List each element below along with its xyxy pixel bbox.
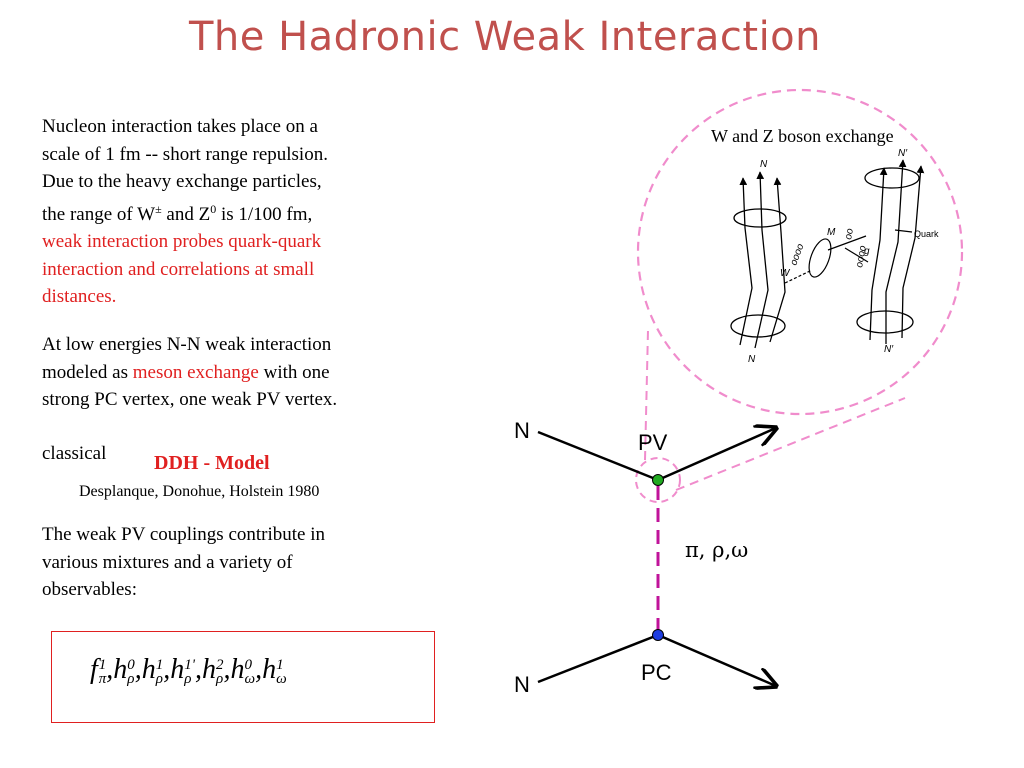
zoom-connector-right	[675, 397, 906, 491]
formula-sup: 1'	[184, 656, 196, 673]
nucleon-label-top: N	[514, 418, 530, 443]
paragraph-meson-exchange: At low energies N-N weak interaction mod…	[42, 331, 337, 414]
formula-h: h	[262, 654, 277, 685]
paragraph-range: Nucleon interaction takes place on a sca…	[42, 113, 328, 311]
text-line: scale of 1 fm -- short range repulsion.	[42, 143, 328, 165]
formula-sup: 1	[98, 656, 107, 673]
inset-n-bottom-right: N′	[884, 344, 894, 355]
formula-sup: 1	[276, 656, 284, 673]
text-fragment: with one	[258, 361, 330, 383]
highlight-line: distances.	[42, 286, 117, 307]
inset-left-nucleon	[730, 171, 787, 349]
formula-sub: ρ	[184, 670, 192, 687]
inset-n-bottom-left: N	[748, 354, 756, 365]
inset-quark-label: Quark	[914, 229, 939, 239]
highlight-line: weak interaction probes quark-quark	[42, 231, 322, 252]
text-line: observables:	[42, 579, 137, 600]
inset-w-label: W	[780, 268, 791, 279]
pc-vertex	[652, 629, 664, 641]
inset-gluon-right: oooo	[854, 244, 869, 268]
pv-vertex	[652, 474, 664, 486]
zoom-focus-circle	[635, 457, 681, 503]
incoming-nucleon-top	[537, 430, 659, 482]
formula-sub: ρ	[216, 670, 224, 687]
highlight-meson-exchange: meson exchange	[132, 361, 259, 383]
inset-m-label: M	[827, 227, 836, 238]
formula-h: h	[230, 654, 245, 685]
inset-gluon-top: oo	[843, 227, 856, 240]
pv-label: PV	[638, 430, 668, 455]
ddh-model-heading: DDH - Model	[154, 452, 270, 474]
text-line: strong PC vertex, one weak PV vertex.	[42, 389, 338, 410]
slide-title: The Hadronic Weak Interaction	[188, 14, 822, 60]
text-fragment: and Z	[161, 203, 211, 225]
text-fragment: the range of W	[42, 203, 156, 225]
text-line: The weak PV couplings contribute in	[42, 524, 326, 545]
incoming-nucleon-bottom	[537, 633, 659, 684]
text-line: Nucleon interaction takes place on a	[42, 116, 318, 137]
pc-label: PC	[641, 660, 672, 685]
formula-sub: ρ	[155, 670, 163, 687]
formula-h: h	[113, 654, 128, 685]
classical-label: classical	[42, 443, 107, 464]
meson-labels: π, ρ,ω	[685, 538, 748, 562]
inset-n-top-left: N	[760, 159, 768, 170]
outgoing-nucleon-bottom	[657, 633, 776, 686]
text-line: At low energies N-N weak interaction	[42, 334, 332, 355]
ddh-authors: Desplanque, Donohue, Holstein 1980	[79, 483, 320, 500]
inset-right-nucleon	[856, 159, 925, 344]
formula-sup: 2	[216, 656, 224, 673]
formula-h: h	[202, 654, 217, 685]
zoom-bubble	[636, 88, 964, 416]
formula-sub: π	[98, 670, 107, 687]
highlight-line: interaction and correlations at small	[42, 258, 315, 280]
inset-gluon-left: oooo	[788, 242, 806, 267]
bubble-label: W and Z boson exchange	[711, 126, 894, 146]
formula-sup: 0	[244, 656, 253, 673]
formula-sup: 1	[155, 656, 164, 673]
paragraph-couplings: The weak PV couplings contribute in vari…	[42, 521, 325, 604]
zoom-connector-left	[644, 329, 649, 461]
text-line: the range of W± and Z0 is 1/100 fm,	[42, 196, 328, 229]
formula-f: f	[90, 654, 98, 685]
text-line: modeled as meson exchange with one	[42, 359, 337, 387]
formula-h: h	[170, 654, 185, 685]
inset-n-top-right: N′	[898, 148, 908, 159]
formula-sub: ω	[276, 670, 287, 687]
inset-exchange	[784, 229, 913, 284]
text-fragment: is 1/100 fm,	[216, 203, 313, 225]
text-line: various mixtures and a variety of	[42, 551, 293, 573]
zero-superscript: 0	[210, 201, 217, 216]
pm-superscript: ±	[155, 201, 162, 216]
formula-sub: ω	[244, 670, 256, 687]
formula-sup: 0	[127, 656, 135, 673]
nucleon-label-bottom: N	[514, 672, 530, 697]
formula-h: h	[141, 654, 156, 685]
inset-g-label: g	[864, 246, 870, 257]
text-fragment: modeled as	[42, 361, 133, 383]
formula-sub: ρ	[127, 670, 135, 687]
text-line: Due to the heavy exchange particles,	[42, 171, 322, 192]
outgoing-nucleon-top	[657, 428, 776, 482]
